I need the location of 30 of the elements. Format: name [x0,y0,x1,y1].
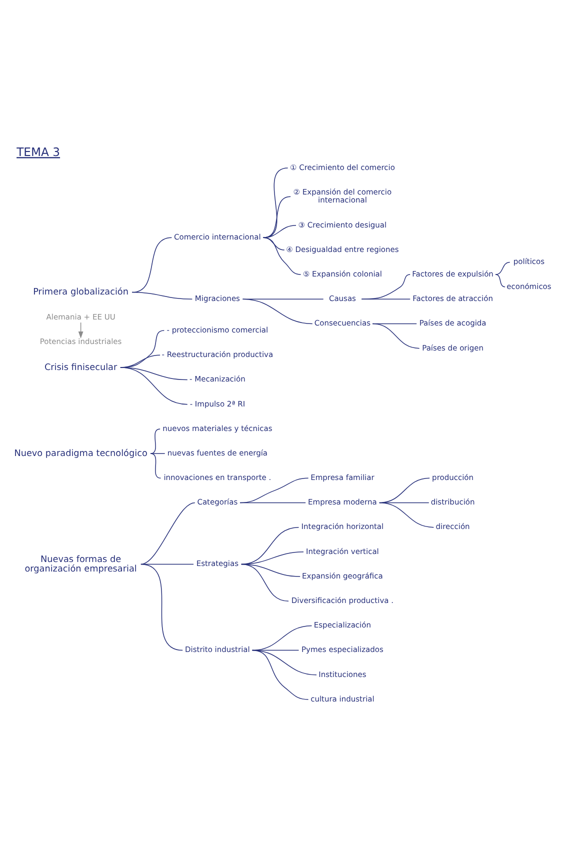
arrow [78,322,84,338]
connector [495,274,506,287]
connector [378,477,430,503]
connector [262,236,302,274]
connector [140,563,183,650]
node-text: Crisis finisecular [44,362,118,372]
node-text: Nuevas formas de organización empresarial [24,554,137,574]
connector [252,649,309,700]
connector [242,298,313,324]
connector [240,563,289,601]
connector [120,366,188,404]
connector [361,298,410,299]
connector [240,502,306,503]
connector [140,502,196,564]
node-text: Nuevo paradigma tecnológico [14,448,148,458]
connector [132,236,172,292]
connector [372,322,420,348]
node-text: Primera globalización [33,287,128,298]
connector [240,551,304,564]
connector [378,502,434,528]
connector [132,291,193,299]
connector [150,452,166,454]
connector [262,224,296,238]
connector [240,477,309,503]
connector [361,274,410,299]
diagram-title: TEMA 3 [16,144,60,159]
connector [150,452,162,478]
connector [240,526,300,564]
connector [262,236,285,250]
connector [495,261,510,274]
